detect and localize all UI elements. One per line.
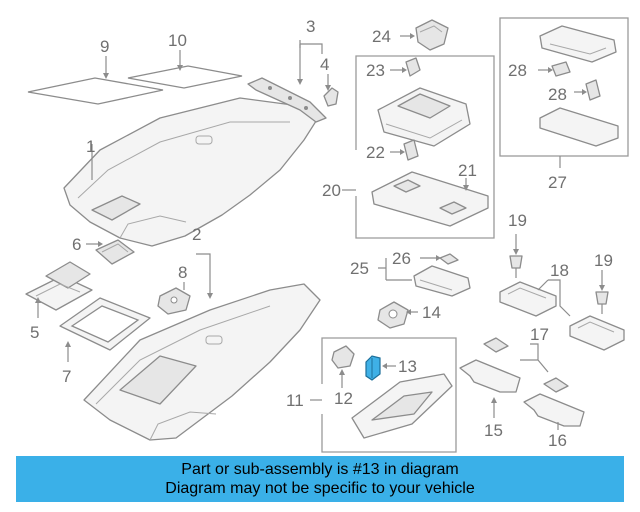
callout-4: 4	[320, 55, 329, 74]
part-15-handle	[459, 359, 521, 393]
callout-11: 11	[286, 391, 304, 410]
part-8-bracket	[157, 287, 191, 315]
callout-14: 14	[422, 303, 441, 322]
part-26-bulb	[439, 253, 459, 265]
part-4-clip	[323, 87, 339, 107]
callout-18: 18	[550, 261, 569, 280]
callout-21: 21	[458, 161, 477, 180]
callout-22: 22	[366, 143, 385, 162]
part-3-rail	[247, 77, 327, 123]
banner-line-2: Diagram may not be specific to your vehi…	[165, 480, 475, 497]
map-lamp-group-box	[499, 17, 629, 168]
callout-6: 6	[72, 235, 81, 254]
callout-26: 26	[392, 249, 411, 268]
part-6-lamp	[95, 239, 135, 265]
callout-19-a: 19	[508, 211, 527, 230]
callout-25: 25	[350, 259, 369, 278]
console-group-box	[342, 55, 495, 239]
callout-28-a: 28	[508, 61, 527, 80]
part-10-pad	[127, 65, 243, 89]
callout-19-b: 19	[594, 251, 613, 270]
part-7-frame	[59, 297, 151, 351]
part-13-visor-holder	[365, 355, 381, 381]
exploded-parts-diagram: 1 2 3 4 5 6 7 8 9 10 11 12 13 14 15 16 1…	[25, 17, 629, 453]
part-28-bulb-b	[585, 79, 601, 101]
part-12-visor-clip	[331, 345, 355, 369]
callout-17: 17	[530, 325, 549, 344]
part-19-screw-b	[595, 291, 609, 314]
callout-3: 3	[306, 17, 315, 36]
part-25-lamp	[413, 265, 471, 297]
sun-visor-body	[351, 373, 453, 439]
map-lamp-upper	[539, 25, 617, 63]
info-banner: Part or sub-assembly is #13 in diagram D…	[16, 456, 624, 502]
part-9-pad	[27, 77, 164, 105]
part-19-screw-a	[509, 255, 523, 278]
part-1-headliner	[63, 97, 319, 247]
callout-15: 15	[484, 421, 503, 440]
part-28-bulb-a	[551, 61, 571, 77]
part-2-headliner	[83, 283, 321, 441]
part-21-lens	[371, 171, 489, 227]
callout-27: 27	[548, 173, 567, 192]
part-22-bulb	[403, 139, 419, 161]
console-upper	[377, 87, 471, 147]
callout-28-b: 28	[548, 85, 567, 104]
callout-12: 12	[334, 389, 353, 408]
callout-7: 7	[62, 367, 71, 386]
callout-2: 2	[192, 225, 201, 244]
sun-visor-group-box	[310, 337, 457, 453]
part-23-bulb	[405, 57, 421, 77]
part-17-bracket-b	[543, 377, 569, 393]
part-17-bracket-a	[483, 337, 509, 353]
part-5-lamp	[25, 261, 93, 311]
callout-13: 13	[398, 357, 417, 376]
part-24-connector	[415, 19, 449, 51]
banner-line-1: Part or sub-assembly is #13 in diagram	[181, 461, 459, 478]
part-14-clip	[377, 301, 409, 329]
part-18-cover-a	[499, 281, 557, 317]
part-16-handle	[523, 393, 585, 427]
callout-8: 8	[178, 263, 187, 282]
callout-20: 20	[322, 181, 341, 200]
callout-1: 1	[86, 137, 95, 156]
callout-5: 5	[30, 323, 39, 342]
callout-16: 16	[548, 431, 567, 450]
callout-23: 23	[366, 61, 385, 80]
callout-10: 10	[168, 31, 187, 50]
callout-24: 24	[372, 27, 391, 46]
map-lamp-lens	[539, 107, 619, 147]
part-18-cover-b	[569, 315, 625, 351]
callout-9: 9	[100, 37, 109, 56]
